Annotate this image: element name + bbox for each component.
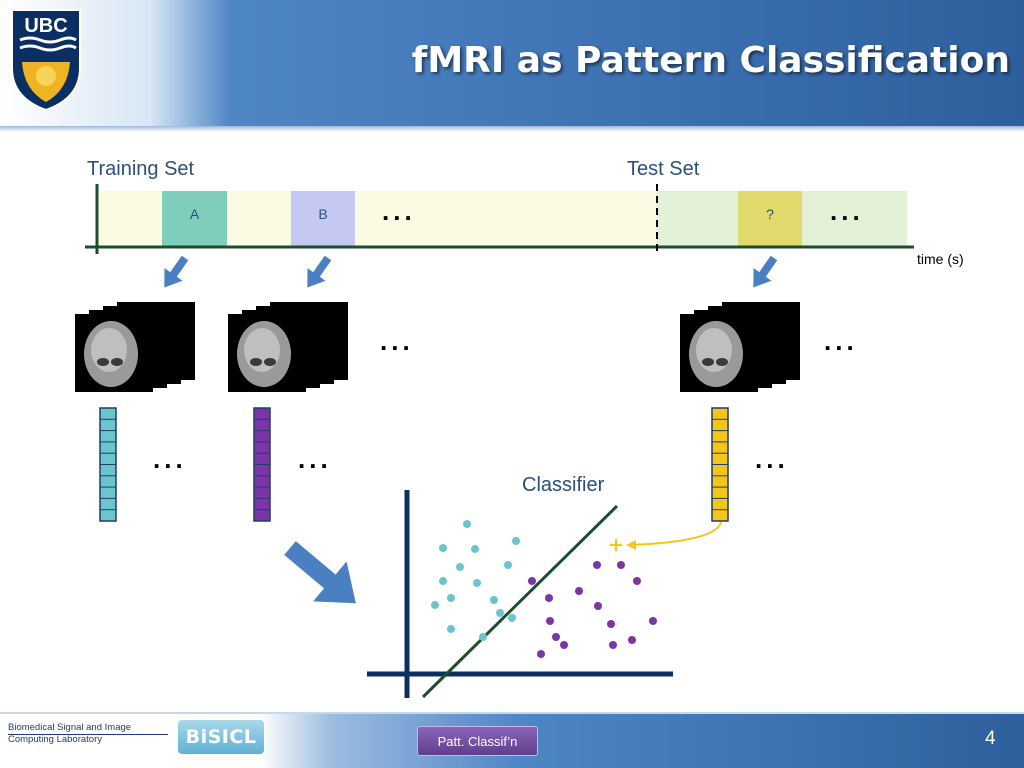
point-class-a [431, 601, 439, 609]
training-set-label: Training Set [87, 158, 195, 180]
feature-vector [99, 407, 117, 522]
point-class-b [552, 633, 560, 641]
test-arrow-head [626, 540, 636, 550]
patt-classif-button[interactable]: Patt. Classif’n [417, 726, 538, 756]
point-class-a [471, 545, 479, 553]
bisicl-logo: BiSICL [178, 720, 264, 754]
footer-divider [0, 712, 1024, 715]
to-classifier-arrow [284, 541, 356, 604]
header-bar [0, 0, 1024, 128]
point-class-a [479, 633, 487, 641]
block-unknown [738, 191, 802, 246]
point-class-a [439, 544, 447, 552]
block-arrows [164, 255, 778, 288]
point-class-a [447, 625, 455, 633]
point-class-b [528, 577, 536, 585]
scatter-points [431, 520, 657, 658]
test-set-label: Test Set [627, 158, 700, 180]
page-number: 4 [985, 728, 996, 749]
classifier-label: Classifier [522, 474, 605, 496]
feature-vector [711, 407, 729, 522]
time-axis-label: time (s) [917, 251, 964, 267]
ubc-logo: UBC [11, 9, 81, 112]
point-class-b [575, 587, 583, 595]
brain-image-stacks [75, 302, 800, 392]
point-class-b [593, 561, 601, 569]
block-a [162, 191, 227, 246]
point-class-b [649, 617, 657, 625]
point-class-b [537, 650, 545, 658]
feature-vector [253, 407, 271, 522]
point-class-b [633, 577, 641, 585]
header-divider [0, 126, 1024, 132]
point-class-b [609, 641, 617, 649]
logo-text: UBC [24, 15, 67, 37]
slide-title: fMRI as Pattern Classification [411, 40, 1010, 81]
brain-stack [75, 302, 195, 392]
block-a-label: A [189, 206, 200, 222]
ellipsis-training: ... [382, 196, 416, 226]
point-class-a [496, 609, 504, 617]
lab-name: Biomedical Signal and Image Computing La… [8, 722, 131, 746]
point-class-a [512, 537, 520, 545]
point-class-b [617, 561, 625, 569]
test-arrow [627, 521, 722, 546]
lab-name-line2: Computing Laboratory [8, 734, 102, 745]
point-class-a [456, 563, 464, 571]
feature-vectors [99, 407, 729, 522]
test-point [610, 539, 622, 551]
brain-stack [680, 302, 800, 392]
ellipsis-test: ... [830, 196, 864, 226]
point-class-b [560, 641, 568, 649]
ellipsis-images-1: ... [380, 326, 414, 356]
decision-boundary [421, 504, 619, 699]
block-b [291, 191, 355, 246]
lab-underline [8, 734, 168, 735]
point-class-a [490, 596, 498, 604]
point-class-b [546, 617, 554, 625]
ellipsis-images-2: ... [824, 326, 858, 356]
ellipsis-vectors-3: ... [755, 444, 789, 474]
ellipsis-vectors-1: ... [153, 444, 187, 474]
point-class-a [463, 520, 471, 528]
lab-name-line1: Biomedical Signal and Image [8, 722, 132, 733]
point-class-a [508, 614, 516, 622]
block-b-label: B [318, 206, 328, 222]
point-class-a [473, 579, 481, 587]
block-unknown-label: ? [766, 206, 774, 222]
point-class-b [545, 594, 553, 602]
point-class-b [607, 620, 615, 628]
point-class-a [439, 577, 447, 585]
brain-stack [228, 302, 348, 392]
point-class-a [447, 594, 455, 602]
point-class-b [628, 636, 636, 644]
point-class-a [504, 561, 512, 569]
ellipsis-vectors-2: ... [298, 444, 332, 474]
point-class-b [594, 602, 602, 610]
